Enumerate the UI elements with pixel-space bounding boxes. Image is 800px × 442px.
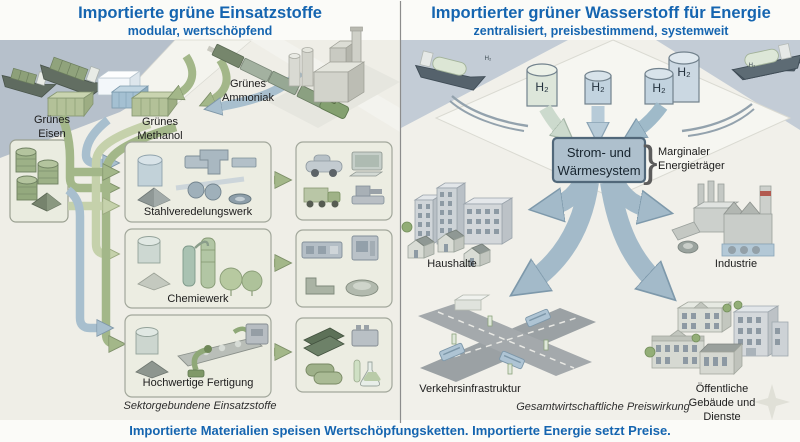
power-heat-system-label: Strom- und Wärmesystem [557, 145, 641, 178]
footer-band [0, 420, 800, 442]
h2-tank-4 [668, 51, 700, 103]
label-households: Haushalte [427, 258, 477, 270]
charging-station [451, 315, 549, 375]
left-panel-title: Importierte grüne Einsatzstoffe [78, 4, 322, 22]
h2-tanker-right [731, 43, 800, 81]
label-public-buildings: Öffentliche Gebäude und Dienste [688, 383, 756, 423]
label-manufacturing: Hochwertige Fertigung [142, 377, 254, 389]
left-panel-subtitle: modular, wertschöpfend [127, 24, 273, 38]
label-marginal-energy: Marginaler Energieträger [658, 146, 725, 172]
process-box-chemical [124, 228, 272, 309]
marginal-bracket: } [643, 137, 658, 186]
label-steel-plant: Stahlveredelungswerk [143, 206, 253, 218]
watermark-star [754, 384, 790, 420]
bus-depot [453, 294, 491, 311]
households-pictogram [401, 182, 514, 267]
process-box-steel [124, 141, 272, 223]
house [407, 235, 435, 259]
h2-pipelines [449, 95, 755, 137]
h2-tank-label-2: H₂ [591, 80, 605, 94]
h2-tanker-left [414, 50, 487, 91]
house [437, 229, 465, 253]
h2-tank-1 [526, 63, 558, 107]
left-panel-caption: Sektorgebundene Einsatzstoffe [123, 400, 277, 412]
ship-h2-label-right: H₂ [748, 63, 756, 69]
industry-pictogram [671, 180, 775, 257]
h2-tank-label-4: H₂ [677, 65, 691, 79]
right-panel-caption: Gesamtwirtschaftliche Preiswirkung [516, 401, 690, 413]
output-box-vehicles [295, 141, 393, 221]
cargo-ship-large [39, 56, 110, 97]
output-box-materials [295, 317, 393, 393]
h2-feed-arrows [539, 102, 668, 133]
ship-h2-label-left: H₂ [484, 56, 492, 62]
house [463, 243, 491, 267]
public-buildings-pictogram [644, 300, 789, 375]
energy-distribution-arrows [528, 176, 660, 286]
label-green-methanol: Grünes Methanol [137, 116, 183, 142]
label-green-ammonia: Grünes Ammoniak [222, 78, 274, 104]
label-green-iron: Grünes Eisen [33, 114, 71, 140]
label-chemical-plant: Chemiewerk [167, 293, 229, 305]
right-panel-subtitle: zentralisiert, preisbestimmend, systemwe… [473, 24, 729, 38]
label-traffic: Verkehrsinfrastruktur [419, 383, 521, 395]
traffic-pictogram [418, 294, 596, 382]
process-box-manufacturing [124, 314, 272, 398]
h2-tank-2 [584, 70, 612, 105]
ammonia-train [206, 43, 350, 119]
storage-box [9, 139, 69, 223]
right-panel-title: Importierter grüner Wasserstoff für Ener… [431, 4, 771, 22]
h2-tank-3 [644, 67, 674, 105]
container-green-iron [46, 91, 95, 118]
output-box-machines [295, 229, 393, 308]
footer-caption: Importierte Materialien speisen Wertschö… [129, 423, 671, 438]
container-green-methanol [130, 91, 179, 118]
h2-tank-label-1: H₂ [535, 80, 549, 94]
h2-tanks [526, 51, 700, 107]
h2-tank-label-3: H₂ [652, 81, 666, 95]
export-factory [288, 26, 366, 103]
power-heat-system-box [551, 136, 647, 184]
bus [439, 342, 465, 362]
label-industry: Industrie [714, 258, 758, 270]
bus [525, 308, 551, 328]
